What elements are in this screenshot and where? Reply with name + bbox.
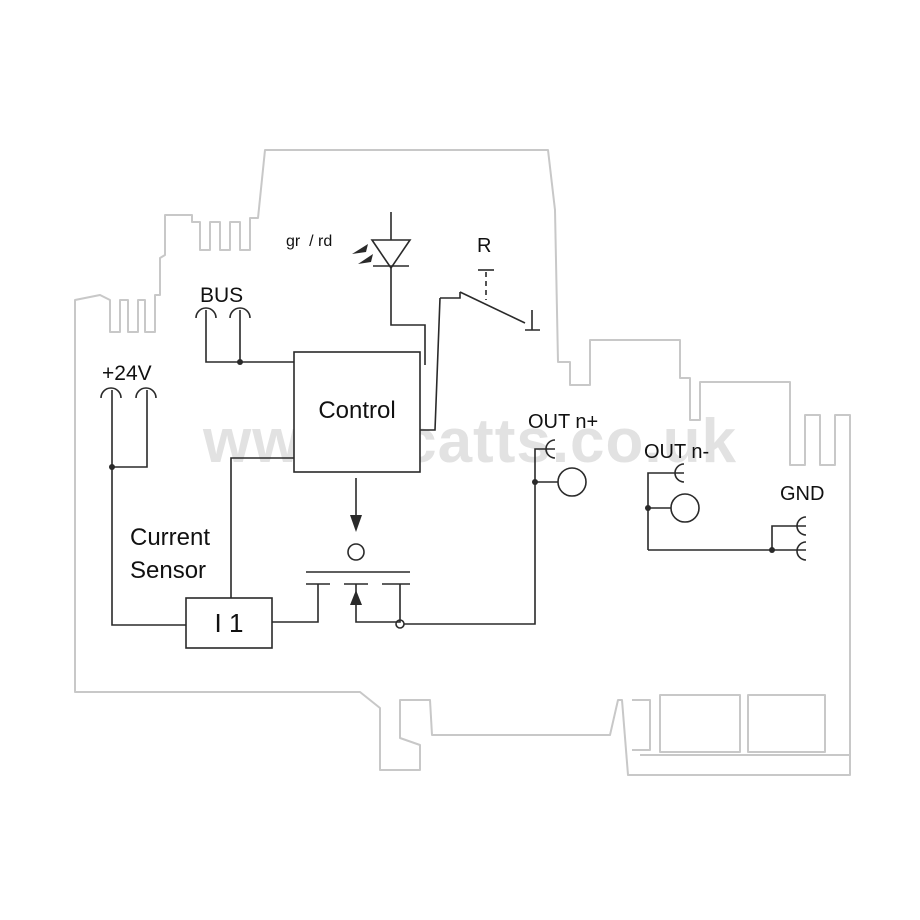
watermark: www.scatts.co.uk	[202, 407, 737, 476]
gnd-terminal	[648, 516, 807, 561]
out-negative-label: OUT n-	[644, 441, 709, 463]
plus24v-terminals	[100, 387, 186, 626]
transistor-icon	[272, 478, 536, 629]
control-sensor-wire	[230, 457, 294, 598]
control-label: Control	[318, 397, 395, 424]
out-negative-terminal	[645, 463, 700, 550]
relay-contact-icon	[420, 269, 540, 431]
control-block	[293, 351, 421, 473]
housing-outline	[74, 149, 851, 776]
led-diode-icon	[352, 212, 426, 365]
out-positive-terminal	[532, 439, 587, 497]
relay-label: R	[477, 235, 491, 257]
sensor-block	[185, 597, 273, 649]
gnd-label: GND	[780, 483, 824, 505]
out-positive-label: OUT n+	[528, 411, 598, 433]
bus-label: BUS	[200, 284, 243, 307]
plus24v-label: +24V	[102, 362, 152, 385]
sensor-label: I 1	[215, 608, 244, 638]
current-sensor-label-line1: Current	[130, 524, 210, 551]
bus-terminals	[195, 307, 294, 365]
led-label: gr / rd	[286, 233, 332, 250]
current-sensor-label-line2: Sensor	[130, 557, 206, 584]
